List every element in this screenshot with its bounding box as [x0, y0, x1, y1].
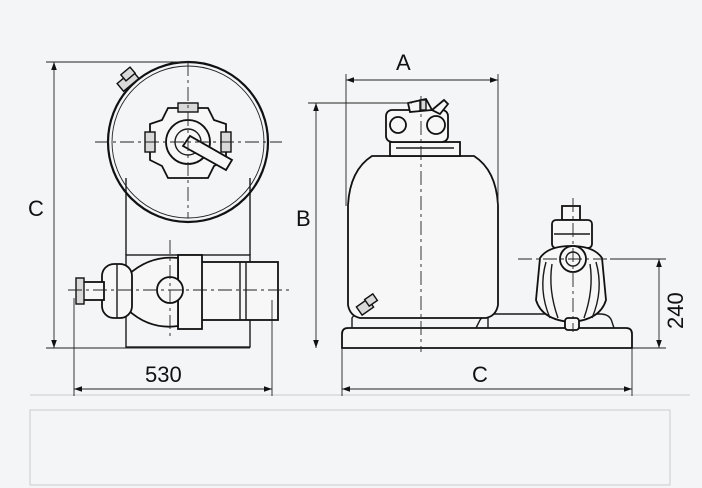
label-a: A: [396, 50, 411, 75]
label-240: 240: [663, 292, 688, 329]
label-530: 530: [145, 362, 182, 387]
side-view: [341, 96, 633, 352]
dimension-240: 240: [610, 258, 688, 349]
pump-side: [535, 205, 607, 331]
multiport-valve-side: [385, 97, 450, 143]
dimension-c-left: C: [28, 61, 250, 349]
dimension-b: B: [296, 102, 412, 348]
filter-tank-side: [347, 155, 499, 319]
pump-top: [75, 254, 279, 330]
top-view: [68, 60, 292, 348]
label-c-left: C: [28, 196, 44, 221]
label-c-bottom: C: [472, 362, 488, 387]
background-frame: [29, 394, 690, 486]
base-side: [341, 327, 633, 349]
label-b: B: [296, 206, 311, 231]
dimension-530: 530: [73, 298, 273, 396]
drain-fitting: [355, 292, 379, 317]
dimension-a: A: [345, 50, 499, 206]
dimension-c-bottom: C: [341, 348, 633, 396]
pressure-fitting: [116, 66, 140, 93]
multiport-valve-top: [144, 102, 234, 179]
